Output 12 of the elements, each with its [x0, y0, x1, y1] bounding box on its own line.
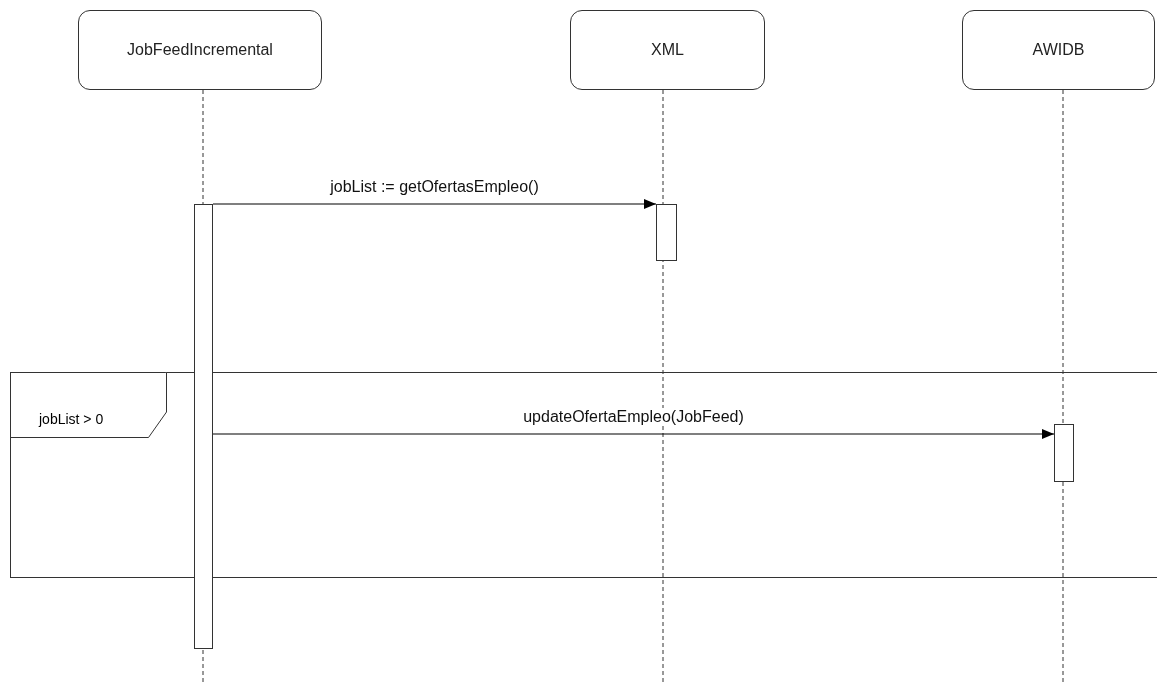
activation-bar: [656, 204, 677, 261]
lifeline-head: JobFeedIncremental: [78, 10, 322, 90]
message-label: jobList := getOfertasEmpleo(): [328, 178, 541, 196]
lifeline-head: XML: [570, 10, 765, 90]
message-arrow: [212, 199, 657, 209]
combined-fragment: [10, 372, 1157, 578]
guard-condition: jobList > 0: [39, 411, 104, 427]
message-arrow: [212, 429, 1055, 439]
activation-bar: [194, 204, 213, 649]
lifeline-head: AWIDB: [962, 10, 1155, 90]
activation-bar: [1054, 424, 1074, 482]
message-label: updateOfertaEmpleo(JobFeed): [521, 408, 746, 426]
